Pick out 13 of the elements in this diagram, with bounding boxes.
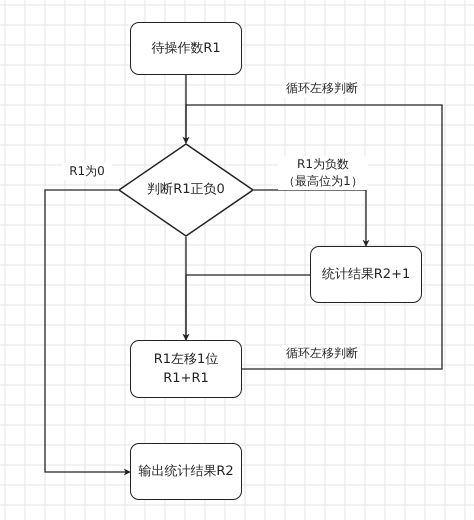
- process-box: R1左移1位 R1+R1: [130, 340, 242, 398]
- arrow: [254, 189, 370, 247]
- arrow: [182, 237, 190, 341]
- edge-label: 循环左移判断: [282, 345, 362, 362]
- process-box: 统计结果R2+1: [310, 246, 422, 303]
- process-box: 输出统计结果R2: [130, 443, 242, 500]
- decision-diamond: 判断R1正负0: [118, 143, 254, 237]
- arrow: [44, 189, 131, 476]
- process-box: 待操作数R1: [130, 22, 242, 75]
- arrow: [182, 104, 443, 370]
- edge-label: R1为负数（最高位为1）: [278, 156, 368, 190]
- edge-label: R1为0: [62, 163, 112, 180]
- loop-label: 循环左移判断: [282, 80, 362, 97]
